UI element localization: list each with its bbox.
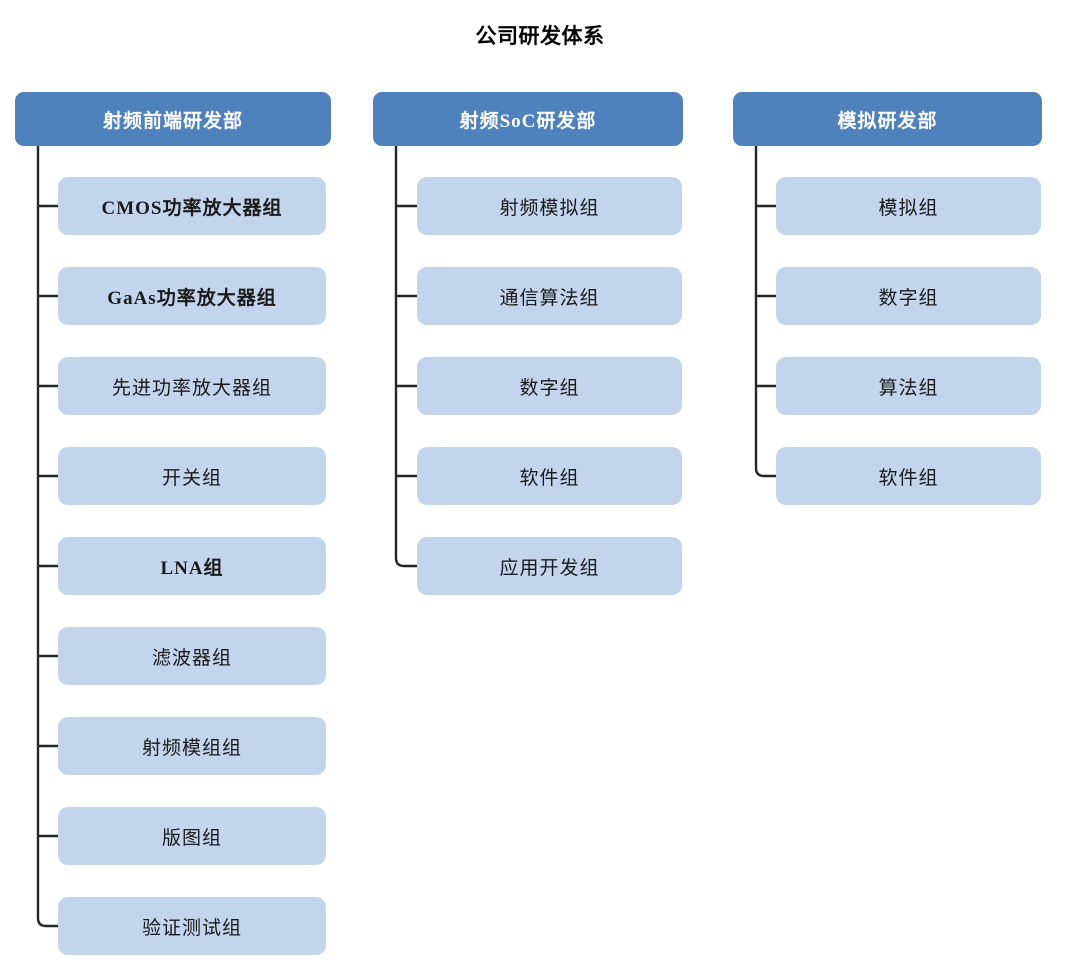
team-node[interactable]: 验证测试组 [58, 897, 326, 955]
team-node[interactable]: 滤波器组 [58, 627, 326, 685]
team-node[interactable]: 先进功率放大器组 [58, 357, 326, 415]
team-node[interactable]: 软件组 [776, 447, 1041, 505]
team-node[interactable]: 射频模组组 [58, 717, 326, 775]
connector-trunk [36, 146, 58, 928]
team-node[interactable]: 开关组 [58, 447, 326, 505]
connector-trunk [394, 146, 417, 568]
department-header-3[interactable]: 模拟研发部 [733, 92, 1042, 146]
team-node[interactable]: 应用开发组 [417, 537, 682, 595]
team-node[interactable]: 软件组 [417, 447, 682, 505]
team-node[interactable]: 通信算法组 [417, 267, 682, 325]
team-node[interactable]: GaAs功率放大器组 [58, 267, 326, 325]
team-node[interactable]: 算法组 [776, 357, 1041, 415]
team-node[interactable]: 数字组 [417, 357, 682, 415]
department-header-1[interactable]: 射频前端研发部 [15, 92, 331, 146]
team-node[interactable]: 射频模拟组 [417, 177, 682, 235]
team-node[interactable]: CMOS功率放大器组 [58, 177, 326, 235]
team-node[interactable]: LNA组 [58, 537, 326, 595]
team-node[interactable]: 版图组 [58, 807, 326, 865]
connector-trunk [754, 146, 776, 478]
team-node[interactable]: 模拟组 [776, 177, 1041, 235]
page-title: 公司研发体系 [475, 25, 605, 48]
department-header-2[interactable]: 射频SoC研发部 [373, 92, 683, 146]
team-node[interactable]: 数字组 [776, 267, 1041, 325]
